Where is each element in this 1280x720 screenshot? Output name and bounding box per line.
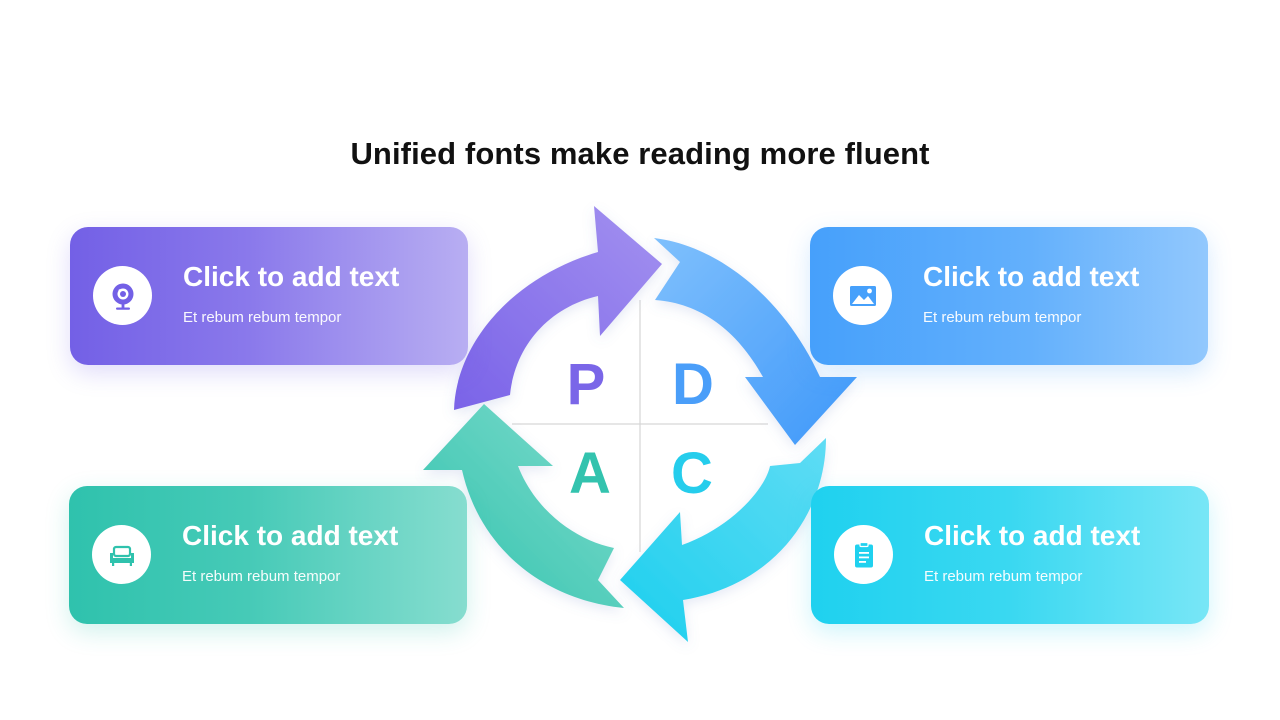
arrow-check — [620, 438, 826, 642]
arrow-do — [654, 238, 857, 445]
letter-act: A — [569, 441, 611, 506]
letter-plan: P — [566, 352, 606, 417]
card-icon-holder — [833, 266, 892, 325]
card-icon-holder — [834, 525, 893, 584]
card-do[interactable]: Click to add text Et rebum rebum tempor — [810, 227, 1208, 365]
card-title[interactable]: Click to add text — [924, 520, 1141, 551]
letter-do: D — [672, 352, 714, 417]
card-act[interactable]: Click to add text Et rebum rebum tempor — [69, 486, 467, 624]
webcam-icon — [112, 283, 133, 310]
pdca-cycle-diagram — [423, 206, 857, 642]
arrow-plan — [454, 206, 662, 410]
image-icon — [849, 285, 876, 306]
arrow-act — [423, 404, 624, 608]
card-subtitle[interactable]: Et rebum rebum tempor — [923, 309, 1082, 326]
card-plan[interactable]: Click to add text Et rebum rebum tempor — [70, 227, 468, 365]
card-check[interactable]: Click to add text Et rebum rebum tempor — [811, 486, 1209, 624]
card-title[interactable]: Click to add text — [923, 261, 1140, 292]
clipboard-icon — [854, 541, 873, 567]
card-icon-holder — [93, 266, 152, 325]
letter-check: C — [671, 441, 713, 506]
card-title[interactable]: Click to add text — [182, 520, 399, 551]
card-subtitle[interactable]: Et rebum rebum tempor — [182, 568, 341, 585]
card-title[interactable]: Click to add text — [183, 261, 400, 292]
card-icon-holder — [92, 525, 151, 584]
card-subtitle[interactable]: Et rebum rebum tempor — [183, 309, 342, 326]
sofa-icon — [109, 545, 134, 566]
card-subtitle[interactable]: Et rebum rebum tempor — [924, 568, 1083, 585]
page-title: Unified fonts make reading more fluent — [350, 136, 930, 171]
